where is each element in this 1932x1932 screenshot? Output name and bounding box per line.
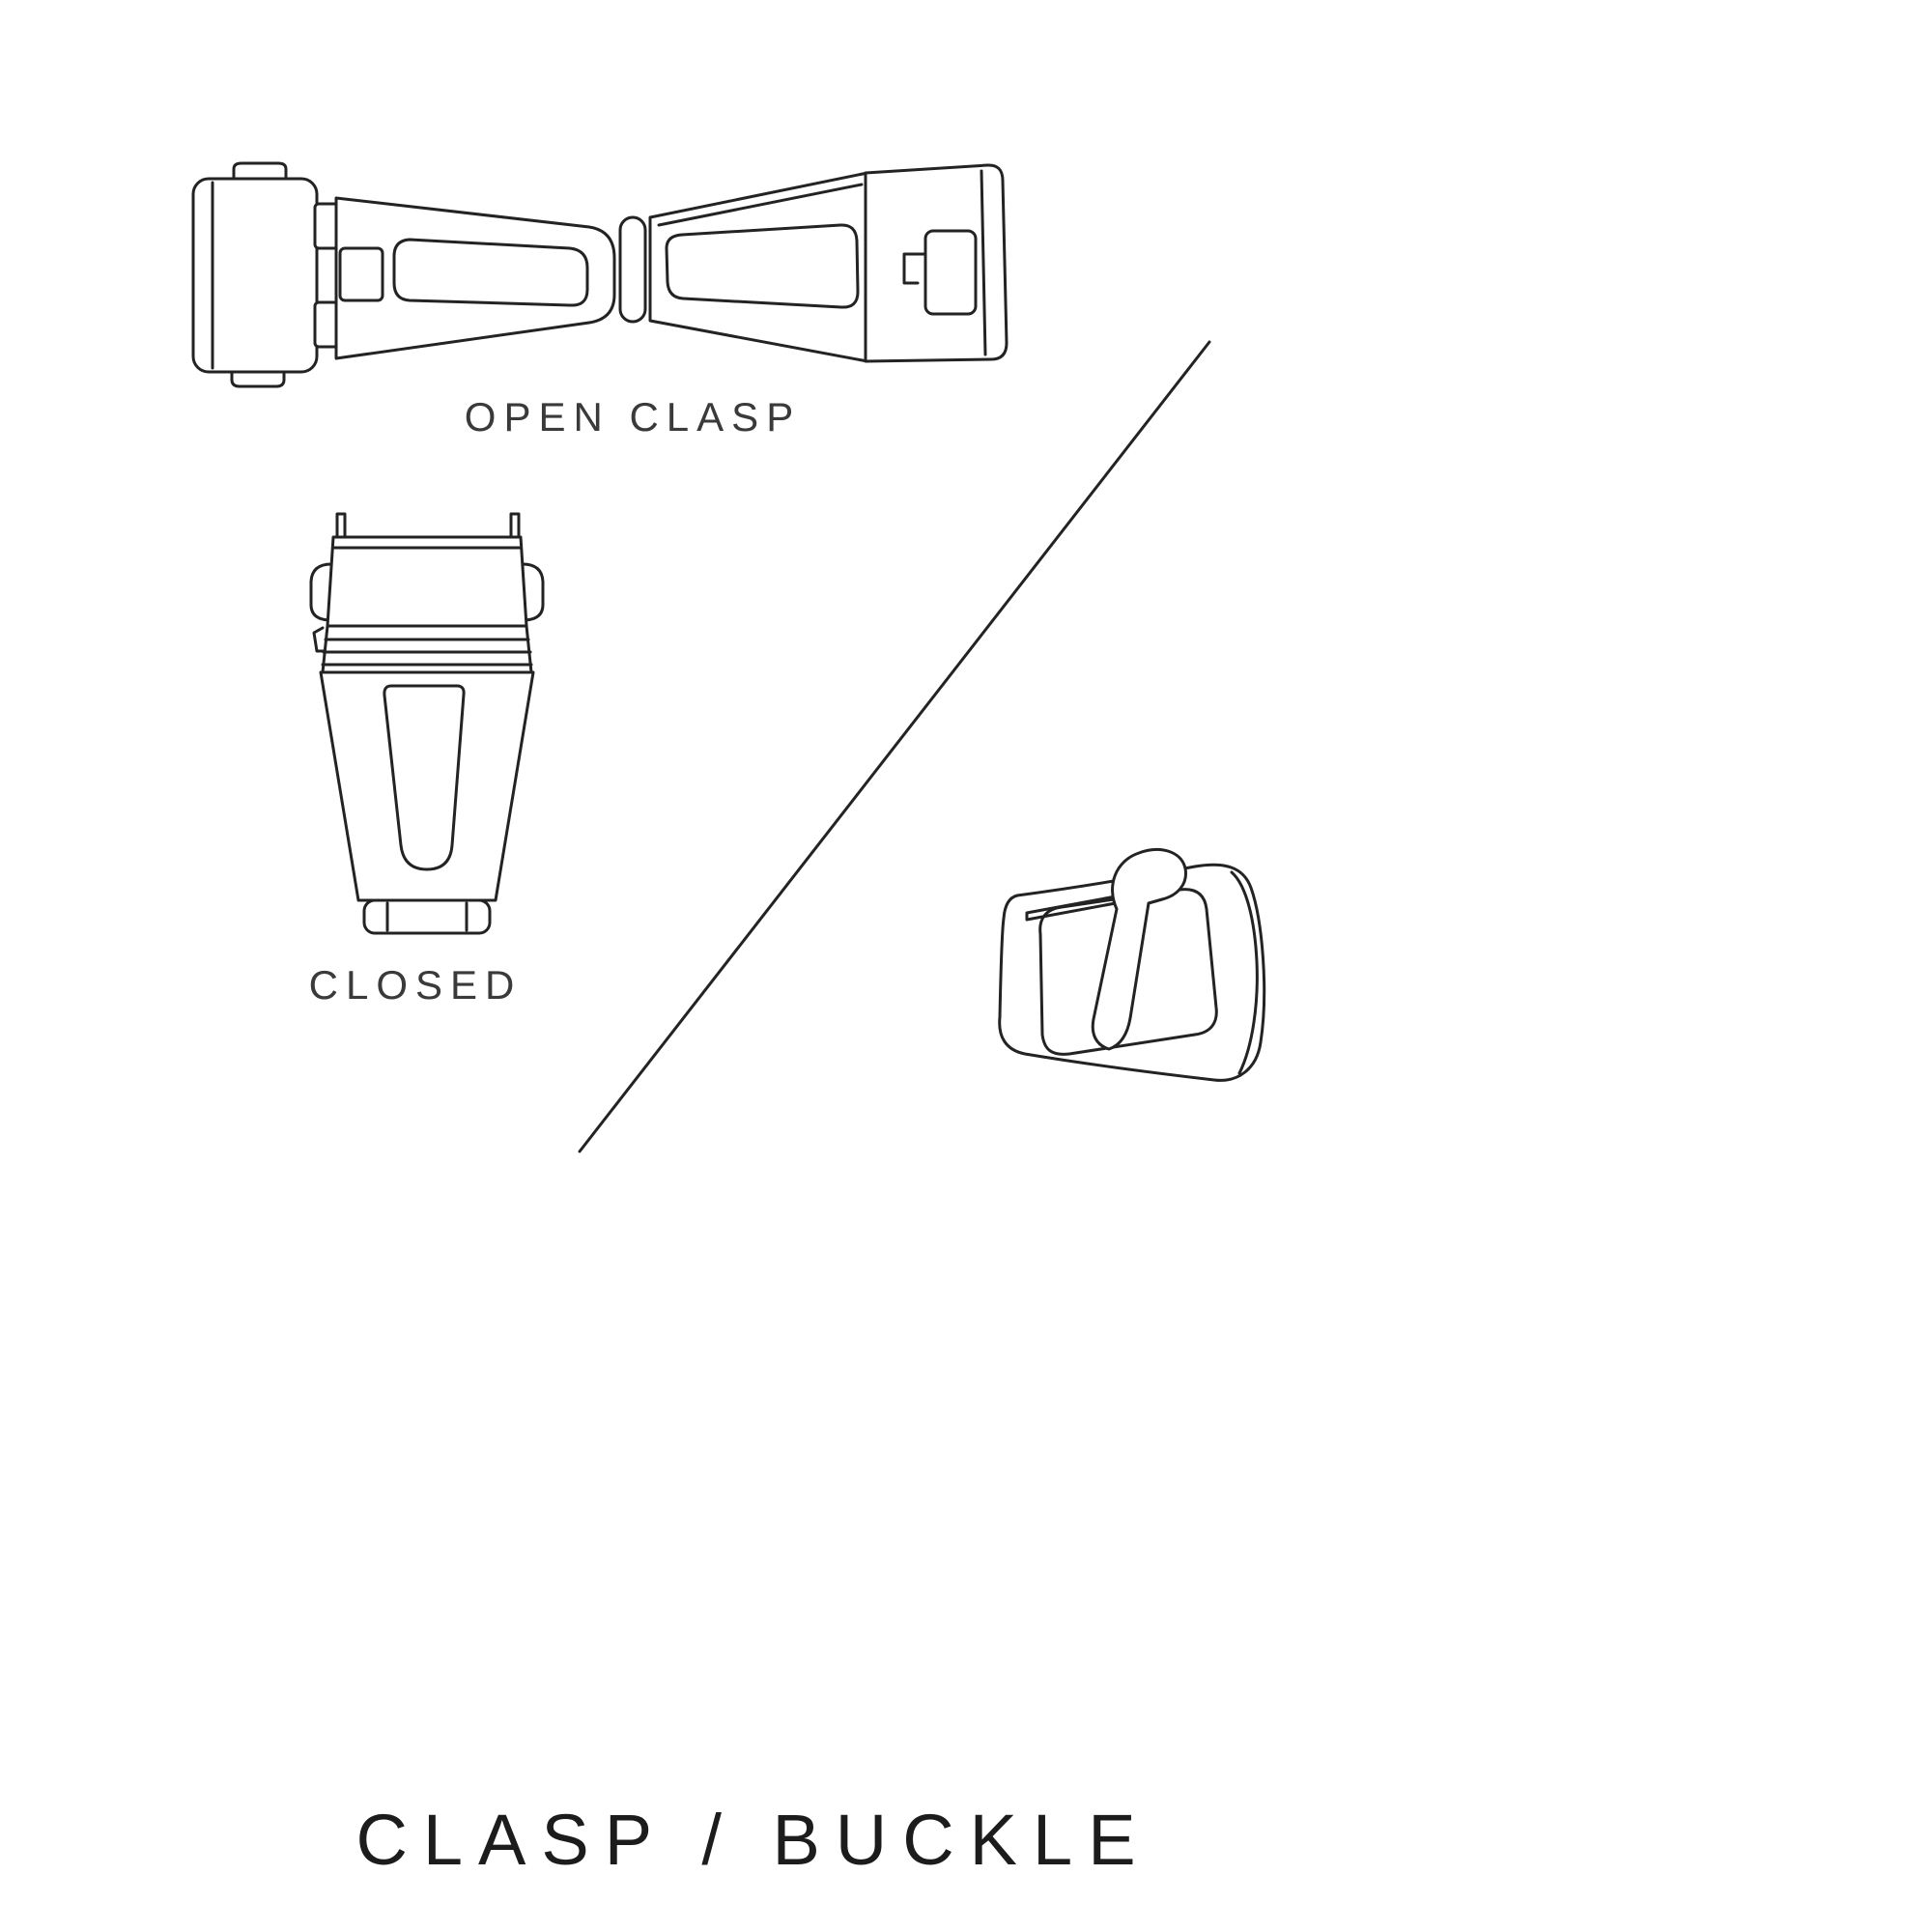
open-clasp-illustration xyxy=(164,140,1014,396)
open-clasp-label: OPEN CLASP xyxy=(464,394,802,440)
diagonal-divider-icon xyxy=(578,340,1211,1153)
diagonal-divider xyxy=(578,340,1211,1153)
page-title: CLASP / BUCKLE xyxy=(355,1800,1151,1880)
buckle-illustration xyxy=(942,826,1309,1135)
buckle-icon xyxy=(998,848,1266,1082)
open-clasp-icon xyxy=(191,161,1009,388)
closed-clasp-illustration xyxy=(285,502,575,947)
closed-clasp-label: CLOSED xyxy=(308,962,523,1008)
closed-clasp-icon xyxy=(309,512,545,935)
